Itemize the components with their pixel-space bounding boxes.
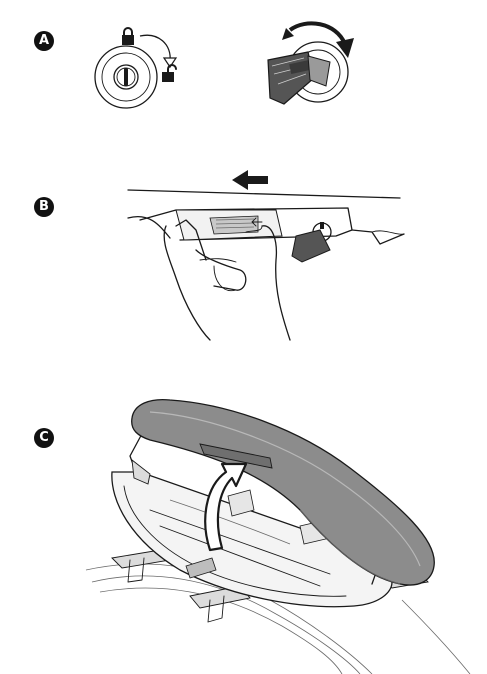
hand-icon	[163, 219, 291, 341]
step-c-badge: C	[34, 428, 54, 448]
step-a-panel: A	[0, 0, 487, 140]
rotate-arrow-icon	[139, 34, 178, 69]
lift-arrow-icon	[204, 462, 248, 552]
roof-box-lid	[131, 398, 435, 586]
step-b-badge: B	[34, 197, 54, 217]
latch-button-icon	[175, 209, 283, 241]
step-c-panel: C	[0, 360, 487, 674]
key-icon	[291, 222, 332, 263]
slide-left-arrow-icon	[232, 170, 268, 190]
lock-closed-icon	[122, 27, 134, 45]
step-a-illustration	[94, 21, 354, 109]
step-b-illustration	[127, 170, 405, 341]
lock-open-icon	[162, 64, 177, 82]
key-rotate-arrow-icon	[282, 21, 354, 58]
step-a-badge: A	[34, 31, 54, 51]
key-in-lock-icon	[267, 41, 349, 105]
lock-cylinder-icon	[94, 45, 158, 109]
step-b-panel: B	[0, 140, 487, 360]
step-c-illustration	[85, 398, 471, 674]
